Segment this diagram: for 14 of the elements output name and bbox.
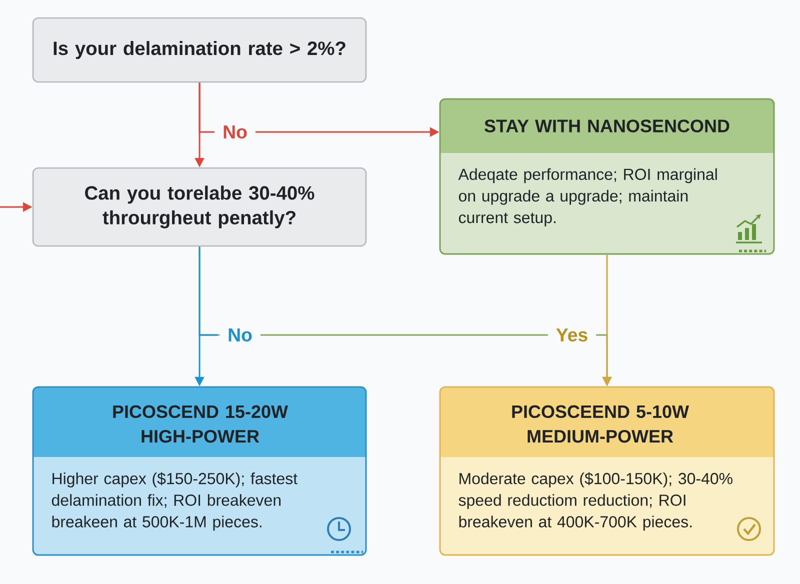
result-box: [439, 386, 775, 556]
question-box: Is your delamination rate > 2%?: [32, 17, 367, 83]
result-box: [439, 98, 775, 255]
edge-label: No: [220, 326, 260, 344]
result-box: [32, 386, 367, 556]
box-heading: PICOSCEEND 5-10W MEDIUM-POWER: [512, 405, 689, 443]
edge-label: Yes: [548, 326, 596, 344]
box-text: Adeqate performance; ROI marginal on upgrade a upgrade; maintain current setup.: [458, 168, 717, 226]
box-text: Higher capex ($150-250K); fastest delamination fix; ROI breakeven breakeen at 500K-1M pieces.: [52, 472, 298, 531]
box-text: Moderate capex ($100-150K); 30-40% speed reductiom reduction; ROI breakeven at 400K-700K pieces.: [458, 472, 732, 531]
edge-label: No: [214, 122, 256, 142]
box-heading: STAY WITH NANOSENCOND: [484, 120, 730, 132]
question-box: Can you torelabe 30-40% throurgheut penatly?: [32, 167, 367, 247]
box-heading: PICOSCEND 15-20W HIGH-POWER: [113, 405, 288, 443]
